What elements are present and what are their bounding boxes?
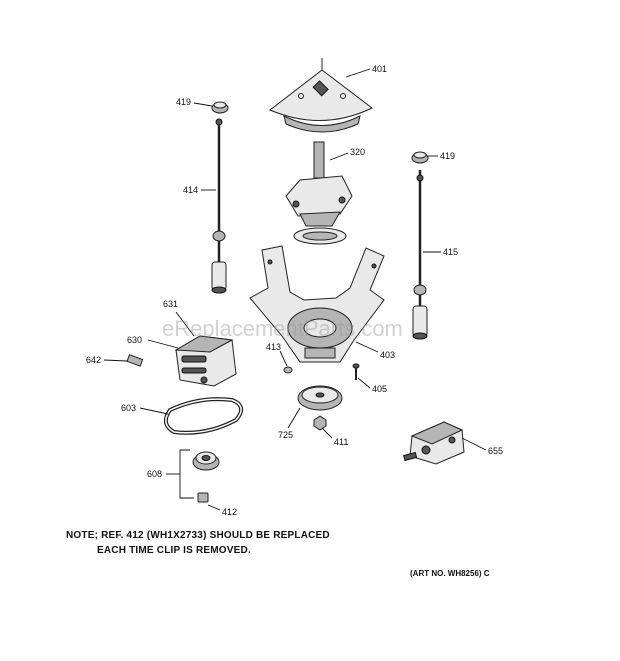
leader-642 xyxy=(103,359,128,362)
label-413: 413 xyxy=(266,342,281,352)
part-608-motor-pulley xyxy=(192,451,220,471)
part-414-suspension-rod-left xyxy=(211,118,227,294)
label-403: 403 xyxy=(380,350,395,360)
leader-411 xyxy=(321,427,333,439)
watermark: eReplacementParts.com xyxy=(162,316,403,341)
leader-608-bracket xyxy=(179,449,194,499)
note-line-2: EACH TIME CLIP IS REMOVED. xyxy=(97,545,251,556)
part-413-washer xyxy=(283,366,293,374)
label-415: 415 xyxy=(443,247,458,257)
part-655-pump xyxy=(403,421,465,465)
label-603: 603 xyxy=(121,403,136,413)
label-725: 725 xyxy=(278,430,293,440)
label-608: 608 xyxy=(147,469,162,479)
leader-630 xyxy=(147,339,179,349)
part-725-pulley xyxy=(297,385,343,411)
leader-655 xyxy=(461,437,487,451)
part-405-bolt xyxy=(352,363,360,380)
part-401-cover-drawing xyxy=(269,58,373,133)
leader-725 xyxy=(287,407,301,429)
leader-603 xyxy=(139,407,169,415)
label-631: 631 xyxy=(163,299,178,309)
leader-405 xyxy=(357,377,371,389)
label-320: 320 xyxy=(350,147,365,157)
part-419-left-cap xyxy=(211,101,229,114)
leader-412 xyxy=(207,504,221,511)
part-412-clip xyxy=(197,492,209,503)
leader-419-left xyxy=(193,102,213,107)
part-403-mounting-bracket xyxy=(249,245,385,363)
leader-413 xyxy=(279,350,288,367)
note-line-1: NOTE; REF. 412 (WH1X2733) SHOULD BE REPL… xyxy=(66,530,330,541)
label-401: 401 xyxy=(372,64,387,74)
label-630: 630 xyxy=(127,335,142,345)
label-419-left: 419 xyxy=(176,97,191,107)
part-419-right-cap xyxy=(411,151,429,164)
leader-320 xyxy=(329,152,349,161)
label-642: 642 xyxy=(86,355,101,365)
art-number: (ART NO. WH8256) C xyxy=(410,569,490,578)
label-655: 655 xyxy=(488,446,503,456)
part-631-motor xyxy=(174,335,237,387)
label-419-right: 419 xyxy=(440,151,455,161)
leader-403 xyxy=(355,341,379,353)
part-415-suspension-rod-right xyxy=(412,170,428,340)
leader-631 xyxy=(175,311,195,337)
label-414: 414 xyxy=(183,185,198,195)
part-642-clip xyxy=(126,354,144,367)
part-411-nut xyxy=(313,415,327,431)
label-411: 411 xyxy=(334,437,348,447)
label-405: 405 xyxy=(372,384,387,394)
part-603-drive-belt xyxy=(163,397,244,435)
label-412: 412 xyxy=(222,507,237,517)
part-320-transmission xyxy=(285,141,353,245)
leader-401 xyxy=(345,68,371,78)
